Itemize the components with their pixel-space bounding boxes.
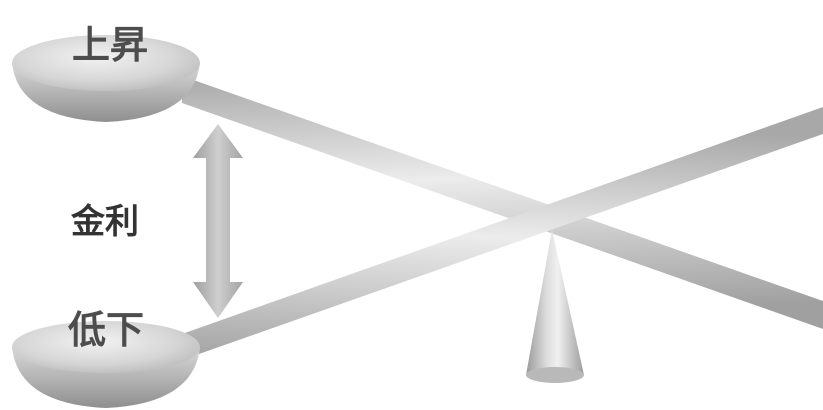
- interest-rate-label: 金利: [70, 202, 139, 242]
- rod-ascending: [182, 107, 823, 360]
- bottom-bowl-label: 低下: [68, 308, 144, 352]
- bottom-bowl: 低下: [12, 308, 200, 408]
- top-bowl: 上昇: [12, 23, 200, 122]
- fulcrum-cone: [526, 230, 584, 383]
- double-arrow-icon: [193, 124, 243, 318]
- top-bowl-label: 上昇: [72, 23, 148, 67]
- rod-descending: [182, 76, 823, 329]
